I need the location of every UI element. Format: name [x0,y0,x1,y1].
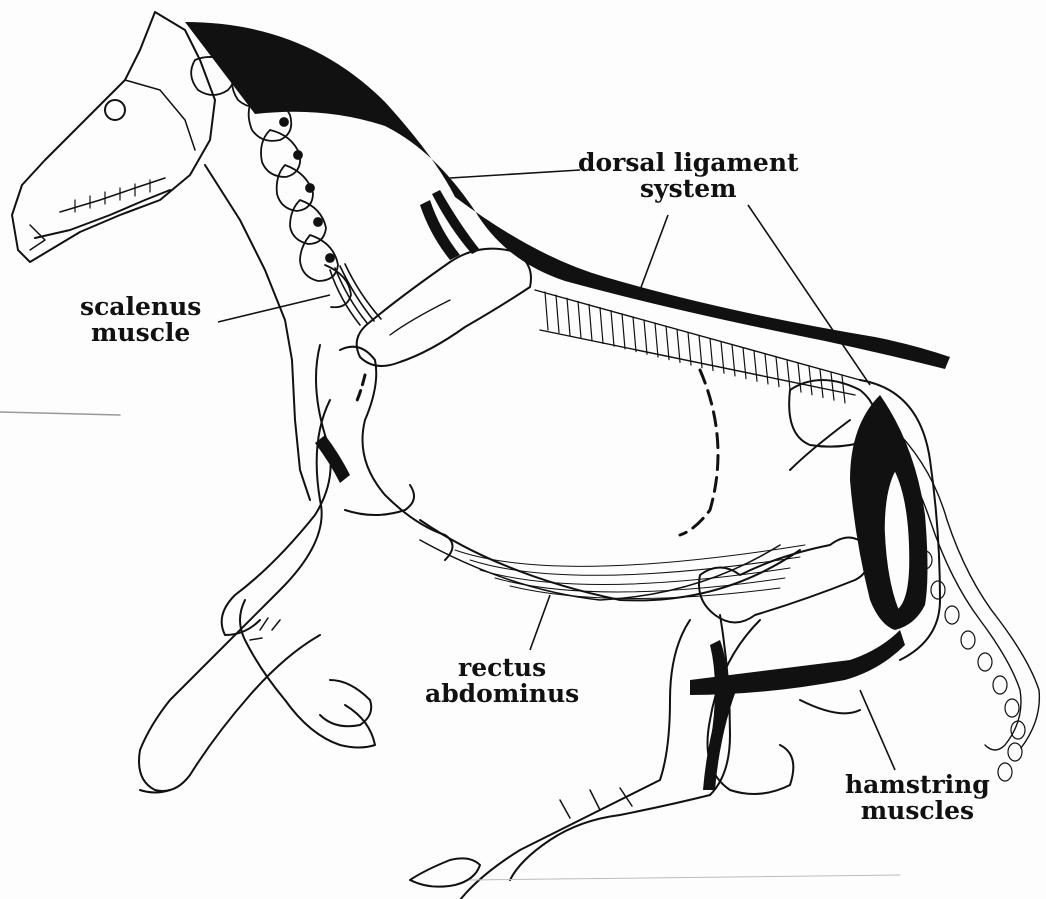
vertebra-process [765,354,768,384]
vertebra-process [798,363,801,392]
vertebra-process [754,351,757,381]
scapula [357,249,531,366]
dorsal-ligament-leader-1 [450,170,580,178]
label-rectus-abdominus: rectus abdominus [425,655,579,707]
vertebra-process [787,360,790,389]
label-hamstring-line1: hamstring [845,772,990,798]
vertebra-process [732,345,735,376]
vertebra-process [666,326,669,360]
vertebra-process [545,292,548,330]
scalenus-muscle-shape [330,264,381,325]
vertebra-process [633,317,636,352]
vertebra-process [721,342,724,374]
tail-vertebra [1008,743,1022,761]
tail-vertebra [961,631,975,649]
vertebra-process [831,373,834,401]
vertebra-process [567,298,570,335]
tail-vertebra [1011,721,1025,739]
label-dorsal-ligament-line2: system [578,176,799,202]
vertebra-process [600,308,603,344]
tail-vertebra [998,763,1012,781]
tail-vertebra [945,606,959,624]
dorsal-ligament-leader-3 [748,205,870,385]
label-rectus-line2: abdominus [425,681,579,707]
horse-neck-front [205,165,310,500]
vertebra-process [589,304,592,340]
label-dorsal-ligament-system: dorsal ligament system [578,150,799,202]
vertebra-process [776,357,779,387]
rectus-abdominus-shape [455,545,805,599]
label-dorsal-ligament-line1: dorsal ligament [578,150,799,176]
tail-vertebra [993,676,1007,694]
vertebra-process [556,295,559,333]
vertebra-process [611,311,614,347]
belly-outline [420,520,800,600]
rectus-leader [530,595,550,650]
femur [699,538,868,623]
label-hamstring-line2: muscles [845,798,990,824]
vertebra-process [743,348,746,379]
front-upper-leg [222,345,331,635]
vertebra-process [842,376,845,403]
vertebra-process [578,301,581,338]
label-scalenus-line2: muscle [80,320,201,346]
tail-vertebra [931,581,945,599]
scalenus-leader [218,295,330,322]
label-scalenus-muscle: scalenus muscle [80,294,201,346]
vertebra-process [677,329,680,362]
horse-eye [105,100,125,120]
label-hamstring-muscles: hamstring muscles [845,772,990,824]
hamstring-leader [860,690,895,770]
vertebra-process [820,370,823,398]
vertebra-process [644,320,647,354]
vertebra-process [622,314,625,349]
horse-head-outline [12,12,215,262]
tail-vertebra [978,653,992,671]
dorsal-ligament-leader-2 [640,215,668,290]
label-scalenus-line1: scalenus [80,294,201,320]
dorsal-ligament-shape [185,22,950,369]
label-rectus-line1: rectus [425,655,579,681]
tail-vertebra [1005,699,1019,717]
rib-cage-outline [680,370,718,535]
vertebra-process [655,323,658,357]
